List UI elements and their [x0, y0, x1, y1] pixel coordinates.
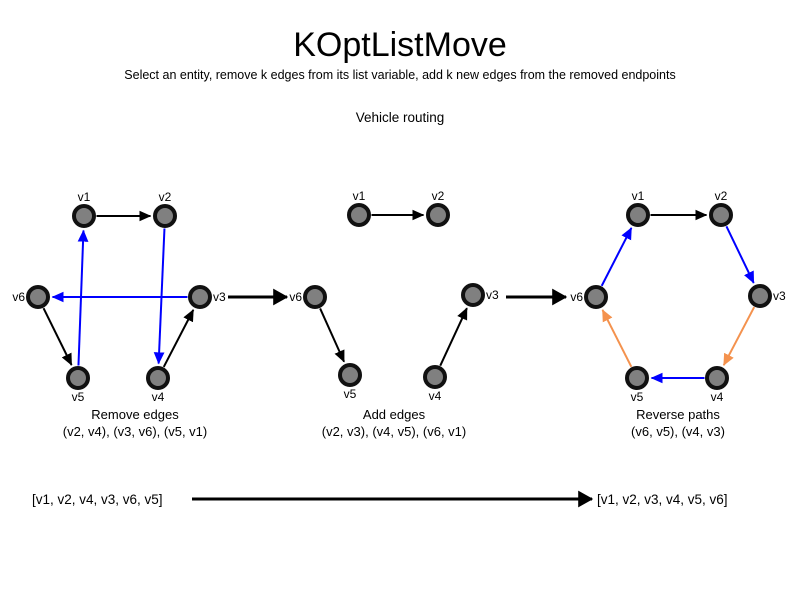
- node-v4[interactable]: v4: [146, 366, 170, 404]
- node-label-v3: v3: [773, 289, 786, 303]
- node-circle-v3[interactable]: [748, 284, 772, 308]
- node-circle-v5[interactable]: [625, 366, 649, 390]
- node-circle-v6[interactable]: [26, 285, 50, 309]
- list-before-text: [v1, v2, v4, v3, v6, v5]: [32, 492, 163, 507]
- edge-v4-to-v3: [439, 307, 468, 367]
- node-label-v1: v1: [78, 190, 91, 204]
- edges-layer: [42, 209, 756, 384]
- edge-v3-to-v4: [722, 306, 756, 366]
- panel-remove-caption-line2: (v2, v4), (v3, v6), (v5, v1): [63, 424, 207, 439]
- edge-v6-to-v5: [319, 307, 345, 363]
- flow-arrows-layer: [192, 288, 594, 508]
- node-v6[interactable]: v6: [12, 285, 50, 309]
- captions-layer: Remove edges (v2, v4), (v3, v6), (v5, v1)…: [63, 407, 725, 439]
- panel-reverse-caption-line2: (v6, v5), (v4, v3): [631, 424, 725, 439]
- edge-v5-to-v6: [601, 309, 633, 368]
- node-v1[interactable]: v1: [347, 189, 371, 227]
- node-label-v4: v4: [152, 390, 165, 404]
- panel-add-caption-line1: Add edges: [363, 407, 426, 422]
- node-v2[interactable]: v2: [426, 189, 450, 227]
- node-v2[interactable]: v2: [709, 189, 733, 227]
- edge-v2-to-v3: [725, 225, 755, 284]
- node-circle-v4[interactable]: [423, 365, 447, 389]
- node-circle-v2[interactable]: [153, 204, 177, 228]
- panel-remove-caption-line1: Remove edges: [91, 407, 179, 422]
- edge-v4-to-v3: [162, 309, 195, 368]
- node-v5[interactable]: v5: [338, 363, 362, 401]
- node-label-v4: v4: [429, 389, 442, 403]
- node-circle-v5[interactable]: [338, 363, 362, 387]
- node-circle-v1[interactable]: [347, 203, 371, 227]
- node-v6[interactable]: v6: [289, 285, 327, 309]
- node-v3[interactable]: v3: [461, 283, 499, 307]
- node-label-v3: v3: [213, 290, 226, 304]
- node-v3[interactable]: v3: [188, 285, 226, 309]
- node-circle-v2[interactable]: [426, 203, 450, 227]
- panel-reverse-caption-line1: Reverse paths: [636, 407, 720, 422]
- node-label-v2: v2: [159, 190, 172, 204]
- node-circle-v2[interactable]: [709, 203, 733, 227]
- node-v5[interactable]: v5: [625, 366, 649, 404]
- node-circle-v3[interactable]: [461, 283, 485, 307]
- node-label-v5: v5: [344, 387, 357, 401]
- node-v4[interactable]: v4: [705, 366, 729, 404]
- edge-v5-to-v1: [77, 229, 89, 366]
- node-v6[interactable]: v6: [570, 285, 608, 309]
- node-v2[interactable]: v2: [153, 190, 177, 228]
- node-label-v1: v1: [353, 189, 366, 203]
- node-circle-v4[interactable]: [705, 366, 729, 390]
- node-label-v5: v5: [72, 390, 85, 404]
- node-circle-v1[interactable]: [626, 203, 650, 227]
- edge-v6-to-v5: [42, 307, 73, 366]
- panel-add-caption-line2: (v2, v3), (v4, v5), (v6, v1): [322, 424, 466, 439]
- node-v1[interactable]: v1: [626, 189, 650, 227]
- node-circle-v6[interactable]: [303, 285, 327, 309]
- section-label: Vehicle routing: [355, 110, 445, 125]
- node-v1[interactable]: v1: [72, 190, 96, 228]
- list-after-text: [v1, v2, v3, v4, v5, v6]: [597, 492, 728, 507]
- node-label-v2: v2: [432, 189, 445, 203]
- node-label-v5: v5: [631, 390, 644, 404]
- page-subtitle: Select an entity, remove k edges from it…: [124, 68, 676, 82]
- node-circle-v3[interactable]: [188, 285, 212, 309]
- node-circle-v4[interactable]: [146, 366, 170, 390]
- nodes-layer: v1 v2 v3 v4 v5 v6 v1 v2 v3 v4 v5 v6 v1 v2 v3 v4 v5 v6: [12, 189, 786, 404]
- node-v5[interactable]: v5: [66, 366, 90, 404]
- node-v3[interactable]: v3: [748, 284, 786, 308]
- node-circle-v6[interactable]: [584, 285, 608, 309]
- node-v4[interactable]: v4: [423, 365, 447, 403]
- node-label-v2: v2: [715, 189, 728, 203]
- page-title: KOptListMove: [293, 26, 507, 64]
- node-circle-v1[interactable]: [72, 204, 96, 228]
- node-label-v6: v6: [570, 290, 583, 304]
- node-label-v3: v3: [486, 288, 499, 302]
- edge-v6-to-v1: [600, 227, 633, 287]
- node-label-v6: v6: [12, 290, 25, 304]
- node-circle-v5[interactable]: [66, 366, 90, 390]
- node-label-v4: v4: [711, 390, 724, 404]
- node-label-v6: v6: [289, 290, 302, 304]
- node-label-v1: v1: [632, 189, 645, 203]
